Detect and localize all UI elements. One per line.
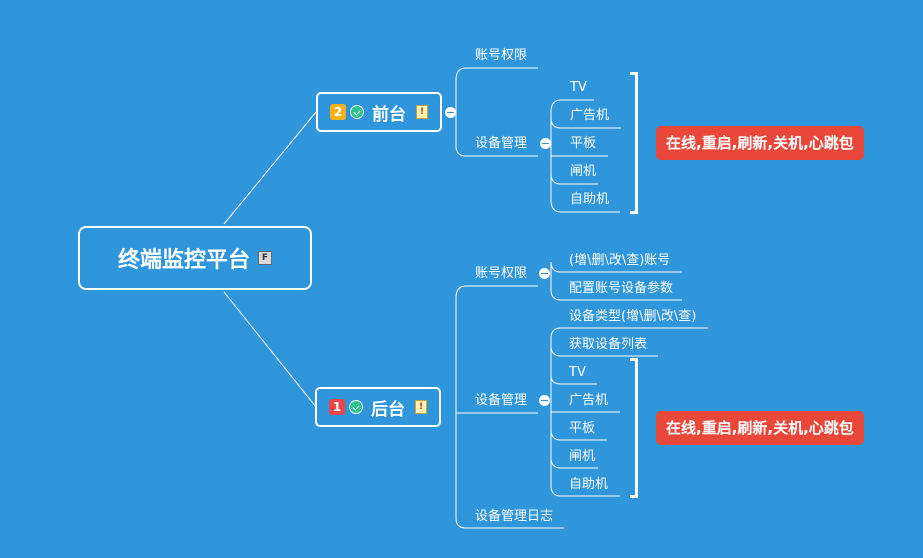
- subtopic-device-log[interactable]: 设备管理日志: [475, 509, 554, 524]
- note-icon: !: [415, 400, 427, 414]
- central-topic[interactable]: 终端监控平台 F: [78, 226, 312, 290]
- collapse-toggle-icon[interactable]: [539, 268, 550, 279]
- main-topic-front[interactable]: 2 前台 !: [316, 92, 442, 132]
- device-item-get-list[interactable]: 获取设备列表: [569, 337, 648, 352]
- subtopic-devices[interactable]: 设备管理: [475, 393, 528, 408]
- device-item-gate[interactable]: 闸机: [570, 164, 597, 179]
- subtopic-account[interactable]: 账号权限: [475, 266, 528, 281]
- device-item-tablet[interactable]: 平板: [569, 421, 596, 436]
- summary-bracket: [630, 72, 638, 214]
- summary-bracket: [630, 358, 638, 498]
- priority-badge: 1: [329, 399, 345, 415]
- progress-check-icon: [349, 400, 363, 414]
- subtopic-account[interactable]: 账号权限: [475, 48, 528, 63]
- device-item-tablet[interactable]: 平板: [570, 136, 597, 151]
- collapse-toggle-icon[interactable]: [539, 395, 550, 406]
- priority-badge: 2: [330, 104, 346, 120]
- main-topic-label: 前台: [372, 104, 406, 125]
- note-icon: !: [416, 105, 428, 119]
- device-item-type-crud[interactable]: 设备类型(增\删\改\查): [569, 309, 697, 324]
- flag-icon: F: [258, 251, 272, 265]
- collapse-toggle-icon[interactable]: [445, 107, 456, 118]
- device-item-kiosk[interactable]: 自助机: [569, 477, 609, 492]
- summary-callout[interactable]: 在线,重启,刷新,关机,心跳包: [656, 411, 864, 445]
- main-topic-back[interactable]: 1 后台 !: [315, 387, 441, 427]
- device-item-ad-machine[interactable]: 广告机: [569, 393, 609, 408]
- device-item-tv[interactable]: TV: [570, 80, 587, 95]
- device-item-gate[interactable]: 闸机: [569, 449, 596, 464]
- collapse-toggle-icon[interactable]: [540, 138, 551, 149]
- central-topic-label: 终端监控平台: [117, 248, 250, 273]
- account-item-config[interactable]: 配置账号设备参数: [569, 281, 674, 296]
- device-item-kiosk[interactable]: 自助机: [570, 192, 610, 207]
- device-item-ad-machine[interactable]: 广告机: [570, 108, 610, 123]
- account-item-crud[interactable]: (增\删\改\查)账号: [569, 253, 671, 268]
- progress-check-icon: [350, 105, 364, 119]
- subtopic-devices[interactable]: 设备管理: [475, 136, 528, 151]
- main-topic-label: 后台: [371, 399, 405, 420]
- device-item-tv[interactable]: TV: [569, 365, 586, 380]
- summary-callout[interactable]: 在线,重启,刷新,关机,心跳包: [656, 126, 864, 160]
